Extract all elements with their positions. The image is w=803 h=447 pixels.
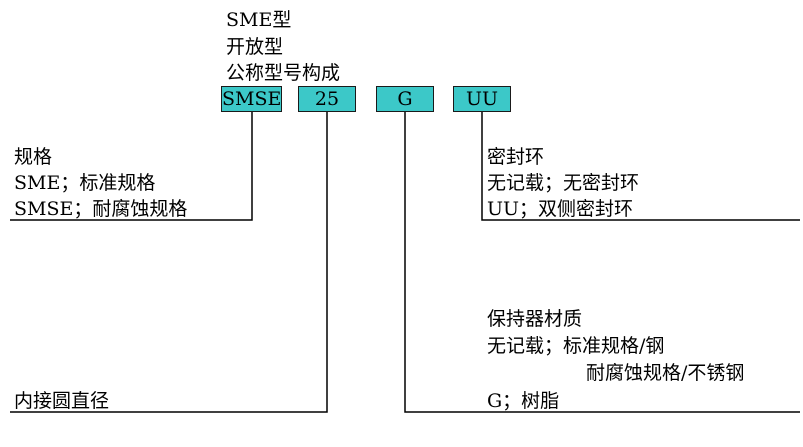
title-line-3: 公称型号构成	[226, 62, 341, 84]
spec-heading: 规格	[14, 146, 53, 168]
seal-line-1: 无记载；无密封环	[487, 172, 640, 194]
seal-leader-line	[481, 112, 800, 221]
title-line-1: SME型	[226, 9, 292, 31]
retainer-heading: 保持器材质	[487, 308, 583, 330]
spec-line-2: SMSE；耐腐蚀规格	[14, 198, 188, 220]
spec-leader-line	[10, 112, 253, 221]
retainer-leader-line	[404, 112, 800, 413]
title-line-2: 开放型	[226, 36, 284, 58]
retainer-line-3: G；树脂	[487, 390, 560, 412]
seal-heading: 密封环	[487, 146, 545, 168]
code-box-size: 25	[298, 86, 356, 112]
spec-line-1: SME；标准规格	[14, 172, 156, 194]
retainer-line-1: 无记载；标准规格/钢	[487, 335, 665, 357]
seal-line-2: UU；双侧密封环	[487, 198, 634, 220]
code-box-retainer: G	[376, 86, 434, 112]
code-box-series: SMSE	[221, 86, 282, 112]
code-box-seal: UU	[453, 86, 511, 112]
bore-leader-line	[10, 112, 328, 413]
retainer-line-2: 耐腐蚀规格/不锈钢	[586, 362, 745, 384]
bore-heading: 内接圆直径	[14, 390, 110, 412]
